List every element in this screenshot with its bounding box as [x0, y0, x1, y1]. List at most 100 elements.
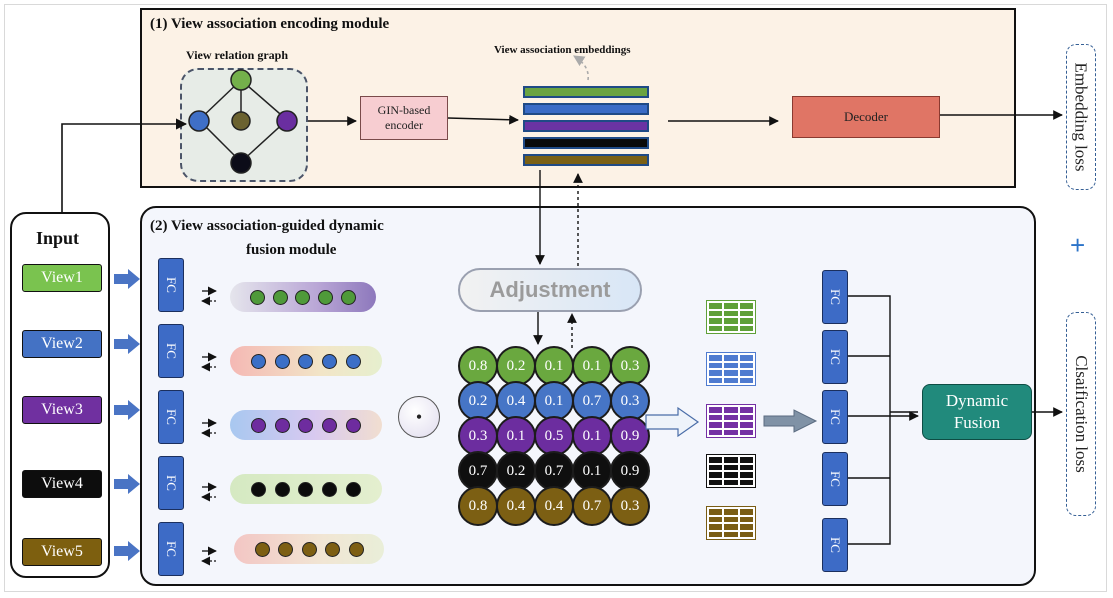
relation-graph-label: View relation graph — [186, 48, 288, 62]
embedding-bar-4 — [523, 137, 649, 149]
table-icon-cell — [739, 377, 753, 383]
input-title: Input — [36, 228, 80, 248]
matrix-cell: 0.4 — [496, 381, 536, 421]
table-icon-cell — [739, 325, 753, 331]
table-icon-cell — [709, 303, 723, 309]
feature-dot — [250, 417, 266, 433]
module1-title: (1) View association encoding module — [150, 16, 390, 32]
table-icon-cell — [739, 414, 753, 420]
fusion-fc-5: FC — [822, 518, 848, 572]
embedding-bar-1 — [523, 86, 649, 98]
table-icon-cell — [724, 464, 738, 470]
embedding-bar-5 — [523, 154, 649, 166]
matrix-cell: 0.5 — [534, 416, 574, 456]
feature-dot — [348, 541, 364, 557]
feature-dot — [318, 289, 334, 305]
feature-dot — [341, 289, 357, 305]
table-icon-cell — [709, 355, 723, 361]
table-icon-cell — [739, 531, 753, 537]
graph-node-view5 — [231, 111, 251, 131]
fc-layer-2: FC — [158, 324, 184, 378]
table-icon-cell — [739, 524, 753, 530]
matrix-cell: 0.9 — [610, 416, 650, 456]
table-icon-cell — [724, 457, 738, 463]
matrix-cell: 0.3 — [458, 416, 498, 456]
feature-dot — [298, 417, 314, 433]
embedding-loss-box: Embedding loss — [1066, 44, 1096, 190]
plus-sign: + — [1070, 230, 1086, 260]
table-icon-cell — [724, 509, 738, 515]
table-icon-cell — [709, 310, 723, 316]
table-icon-cell — [724, 310, 738, 316]
fusion-fc-3: FC — [822, 390, 848, 444]
feature-dot — [254, 541, 270, 557]
table-icon-cell — [739, 310, 753, 316]
table-icon-cell — [739, 362, 753, 368]
gin-encoder-label-line2: encoder — [385, 118, 423, 132]
classification-loss-box: Clsaification loss — [1066, 312, 1096, 516]
table-icon-cell — [724, 516, 738, 522]
fc-layer-1: FC — [158, 258, 184, 312]
feature-dot — [274, 353, 290, 369]
dynamic-fusion-label-line1: Dynamic — [945, 391, 1009, 410]
view2-feature-pill — [230, 346, 382, 376]
table-icon-cell — [739, 303, 753, 309]
matrix-cell: 0.4 — [534, 486, 574, 526]
table-icon-view1 — [706, 300, 756, 334]
fusion-fc-2: FC — [822, 330, 848, 384]
fc-layer-4: FC — [158, 456, 184, 510]
table-icon-cell — [724, 524, 738, 530]
table-icon-cell — [709, 362, 723, 368]
view5-box: View5 — [22, 538, 102, 566]
table-icon-cell — [709, 479, 723, 485]
table-icon-view2 — [706, 352, 756, 386]
embeddings-label: View association embeddings — [494, 44, 631, 56]
view1-box: View1 — [22, 264, 102, 292]
matrix-cell: 0.3 — [610, 486, 650, 526]
table-icon-cell — [709, 524, 723, 530]
view4-feature-pill — [230, 474, 382, 504]
feature-dot — [325, 541, 340, 557]
decoder-box: Decoder — [792, 96, 940, 138]
feature-dot — [274, 417, 290, 433]
fusion-fc-4: FC — [822, 452, 848, 506]
feature-dot — [274, 481, 290, 497]
dynamic-fusion-label-line2: Fusion — [953, 413, 1001, 432]
table-icon-cell — [739, 479, 753, 485]
feature-dot — [346, 353, 362, 369]
table-icon-cell — [709, 414, 723, 420]
feature-dot — [249, 289, 265, 305]
table-icon-cell — [724, 407, 738, 413]
hadamard-product-symbol: • — [398, 396, 440, 438]
view4-box: View4 — [22, 470, 102, 498]
fc-layer-3: FC — [158, 390, 184, 444]
table-icon-view5 — [706, 506, 756, 540]
table-icon-cell — [709, 429, 723, 435]
matrix-cell: 0.7 — [572, 486, 612, 526]
feature-dot — [301, 541, 317, 557]
matrix-cell: 0.1 — [572, 416, 612, 456]
table-icon-cell — [739, 407, 753, 413]
feature-dot — [278, 541, 293, 557]
fc-layer-5: FC — [158, 522, 184, 576]
view3-feature-pill — [230, 410, 382, 440]
feature-dot — [250, 481, 266, 497]
feature-dot — [295, 289, 311, 305]
table-icon-cell — [709, 407, 723, 413]
graph-node-view4 — [230, 152, 252, 174]
table-icon-cell — [724, 355, 738, 361]
table-icon-cell — [724, 472, 738, 478]
table-icon-cell — [739, 422, 753, 428]
table-icon-cell — [709, 464, 723, 470]
table-icon-cell — [739, 429, 753, 435]
view2-box: View2 — [22, 330, 102, 358]
table-icon-cell — [724, 414, 738, 420]
table-icon-cell — [739, 370, 753, 376]
matrix-cell: 0.2 — [496, 346, 536, 386]
feature-dot — [298, 481, 314, 497]
gin-encoder-label-line1: GIN-based — [377, 103, 431, 117]
feature-dot — [250, 353, 266, 369]
